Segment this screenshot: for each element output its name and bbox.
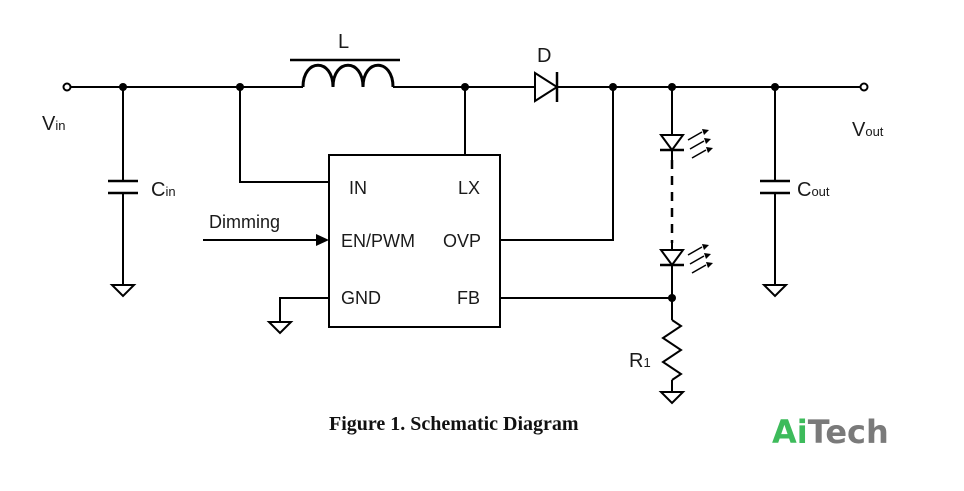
vin-label: Vin [42,113,65,135]
dimming-label: Dimming [209,212,280,232]
diode-label: D [537,45,551,67]
resistor-r1 [658,319,686,405]
led-top [659,129,713,159]
in-wire [239,87,329,183]
ic-ground [266,297,329,335]
cin-label: Cin [151,179,176,201]
vin-terminal [62,82,72,92]
vout-label: Vout [852,119,884,141]
junction-dots [119,83,779,302]
pin-in-label: IN [349,178,367,198]
inductor-l [290,58,400,88]
pin-ovp-label: OVP [443,231,481,251]
ovp-wire [500,87,614,241]
pin-fb-label: FB [457,288,480,308]
pin-lx-label: LX [458,178,480,198]
r1-label: R1 [629,350,651,372]
led-bottom [659,244,713,274]
diode-d [534,71,559,103]
cout-label: Cout [797,179,830,201]
aitech-logo: AiTech [772,413,889,451]
figure-caption: Figure 1. Schematic Diagram [329,413,579,435]
pin-gnd-label: GND [341,288,381,308]
dimming-arrow [203,234,329,246]
led-string [659,87,713,320]
ic-box [328,154,501,328]
vout-terminal [859,82,869,92]
inductor-label: L [338,31,349,53]
cin-capacitor [108,87,138,298]
pin-en-label: EN/PWM [341,231,415,251]
cout-capacitor [760,87,790,298]
